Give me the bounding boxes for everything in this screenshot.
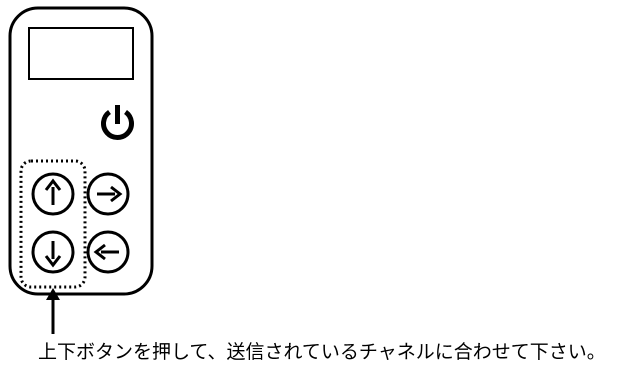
display-screen <box>28 27 134 80</box>
arrow-down-icon <box>44 241 62 268</box>
arrow-right-icon <box>97 185 123 203</box>
up-down-highlight <box>19 159 87 289</box>
arrow-left-icon <box>93 243 119 261</box>
instruction-caption: 上下ボタンを押して、送信されているチャネルに合わせて下さい。 <box>38 341 606 363</box>
up-button[interactable] <box>31 172 75 216</box>
down-button[interactable] <box>31 230 75 274</box>
right-button[interactable] <box>86 172 130 216</box>
arrow-up-icon <box>44 178 62 205</box>
pointer-arrow-icon <box>46 288 60 334</box>
power-icon[interactable] <box>101 105 134 140</box>
left-button[interactable] <box>86 230 130 274</box>
